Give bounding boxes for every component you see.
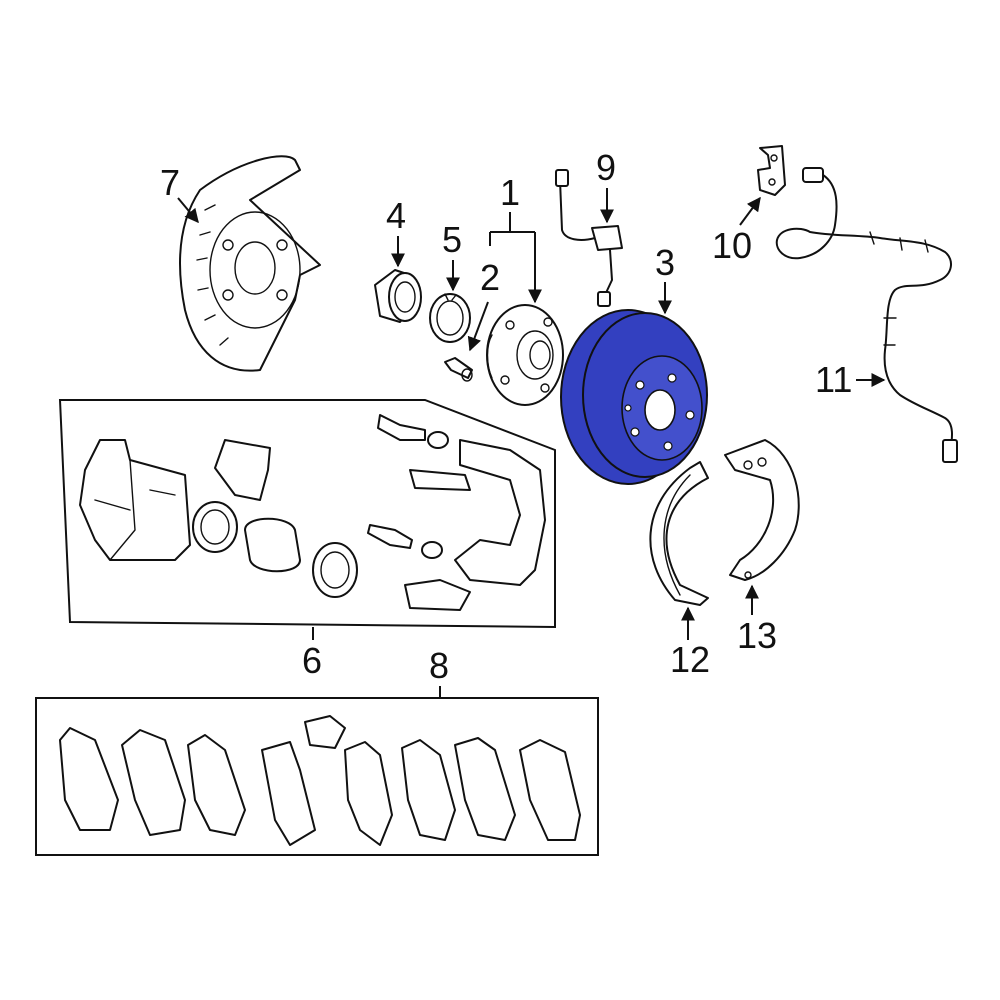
part-10-sensor-bracket[interactable] bbox=[757, 145, 786, 196]
guide-pin-upper bbox=[377, 414, 426, 441]
callout-11: 11 bbox=[815, 359, 852, 400]
part-6-caliper-kit[interactable] bbox=[58, 399, 556, 629]
part-4-wheel-bearing[interactable] bbox=[374, 269, 422, 323]
pad-clip bbox=[214, 439, 271, 501]
guide-pin-lower bbox=[367, 524, 413, 549]
part-2-wheel-stud[interactable] bbox=[444, 357, 473, 382]
callout-5: 5 bbox=[442, 219, 462, 260]
part-13-parking-brake-shoe[interactable] bbox=[724, 439, 800, 581]
kit-8-frame bbox=[35, 697, 599, 856]
callout-10: 10 bbox=[712, 225, 752, 266]
callout-9: 9 bbox=[596, 147, 616, 188]
piston-seal bbox=[192, 501, 238, 553]
callout-6: 6 bbox=[302, 640, 322, 681]
pad-shim-3 bbox=[401, 739, 456, 841]
callout-13: 13 bbox=[737, 615, 777, 656]
boot-upper bbox=[427, 431, 449, 449]
leader-10 bbox=[739, 196, 761, 226]
pad-2 bbox=[121, 729, 186, 836]
pad-clip-small bbox=[304, 715, 346, 749]
dust-boot bbox=[312, 542, 358, 598]
pad-shim-2 bbox=[344, 741, 393, 846]
callout-3: 3 bbox=[655, 242, 675, 283]
rotor-center-bore bbox=[644, 389, 676, 431]
part-3-brake-rotor[interactable] bbox=[560, 309, 708, 485]
kit-6-frame bbox=[58, 399, 556, 629]
shim-upper bbox=[409, 469, 471, 491]
part-7-splash-shield[interactable] bbox=[179, 155, 321, 372]
piston bbox=[244, 517, 301, 573]
shim-lower bbox=[404, 579, 471, 611]
leader-1-bracket bbox=[490, 212, 535, 233]
pad-5 bbox=[519, 739, 581, 841]
caliper-bracket bbox=[454, 439, 546, 586]
callout-12: 12 bbox=[670, 639, 710, 680]
callout-4: 4 bbox=[386, 195, 406, 236]
leader-2 bbox=[467, 301, 489, 352]
pad-1 bbox=[59, 727, 119, 831]
callout-2: 2 bbox=[480, 257, 500, 298]
callout-7: 7 bbox=[160, 162, 180, 203]
part-12-parking-brake-shoe[interactable] bbox=[649, 461, 709, 606]
pad-4 bbox=[454, 737, 516, 841]
part-9-brake-hose[interactable] bbox=[555, 169, 623, 307]
part-8-brake-pad-kit[interactable] bbox=[35, 697, 599, 856]
pad-3 bbox=[187, 734, 246, 836]
part-5-snap-ring[interactable] bbox=[429, 293, 471, 343]
part-1-hub[interactable] bbox=[486, 304, 564, 406]
callout-1: 1 bbox=[500, 172, 520, 213]
pad-shim-1 bbox=[261, 741, 316, 846]
leader-7 bbox=[177, 197, 199, 224]
boot-lower bbox=[421, 541, 443, 559]
callout-8: 8 bbox=[429, 645, 449, 686]
caliper-body bbox=[79, 439, 191, 561]
part-11-abs-sensor-harness[interactable] bbox=[775, 167, 958, 463]
